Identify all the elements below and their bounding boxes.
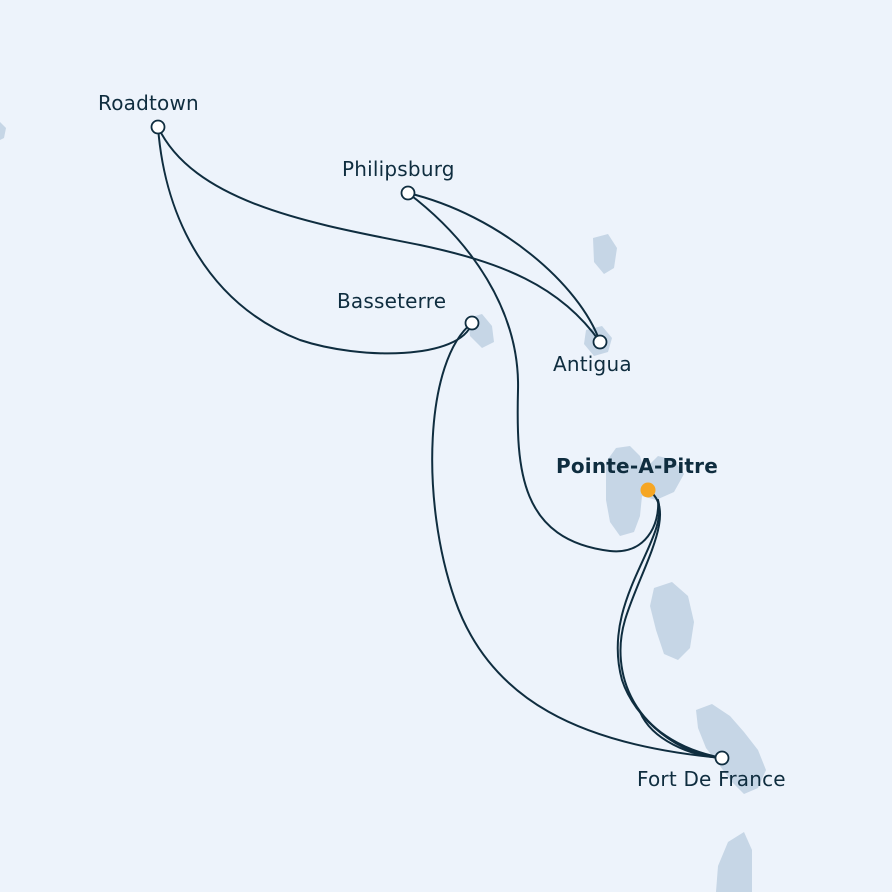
route-antigua-to-philipsburg (407, 192, 601, 343)
port-marker-philipsburg[interactable] (400, 185, 416, 201)
port-label-basseterre: Basseterre (337, 289, 447, 313)
port-marker-antigua[interactable] (592, 334, 608, 350)
port-marker-basseterre[interactable] (464, 315, 480, 331)
port-label-roadtown: Roadtown (98, 91, 199, 115)
home-port-label-pointe-a-pitre: Pointe-A-Pitre (556, 454, 718, 478)
route-philipsburg-to-pointe-a-pitre (407, 192, 660, 553)
island-dominica (650, 582, 694, 660)
route-fort-de-france-return (639, 711, 723, 759)
port-label-fort-de-france: Fort De France (637, 767, 786, 791)
island-st-lucia (716, 832, 752, 892)
port-marker-fort-de-france[interactable] (714, 750, 730, 766)
route-roadtown-to-antigua (157, 126, 601, 343)
island-left-edge (0, 122, 6, 140)
island-martinique (696, 704, 766, 794)
route-pointe-a-pitre-to-fort-de-france-2 (616, 499, 723, 759)
home-port-marker-pointe-a-pitre[interactable] (640, 482, 656, 498)
port-label-antigua: Antigua (553, 352, 632, 376)
port-markers (150, 119, 730, 766)
port-marker-roadtown[interactable] (150, 119, 166, 135)
port-label-philipsburg: Philipsburg (342, 157, 455, 181)
route-fort-de-france-to-basseterre (431, 322, 723, 759)
route-lines (157, 126, 723, 759)
route-basseterre-to-roadtown (157, 126, 473, 355)
island-st-barth-barbuda (593, 234, 617, 274)
